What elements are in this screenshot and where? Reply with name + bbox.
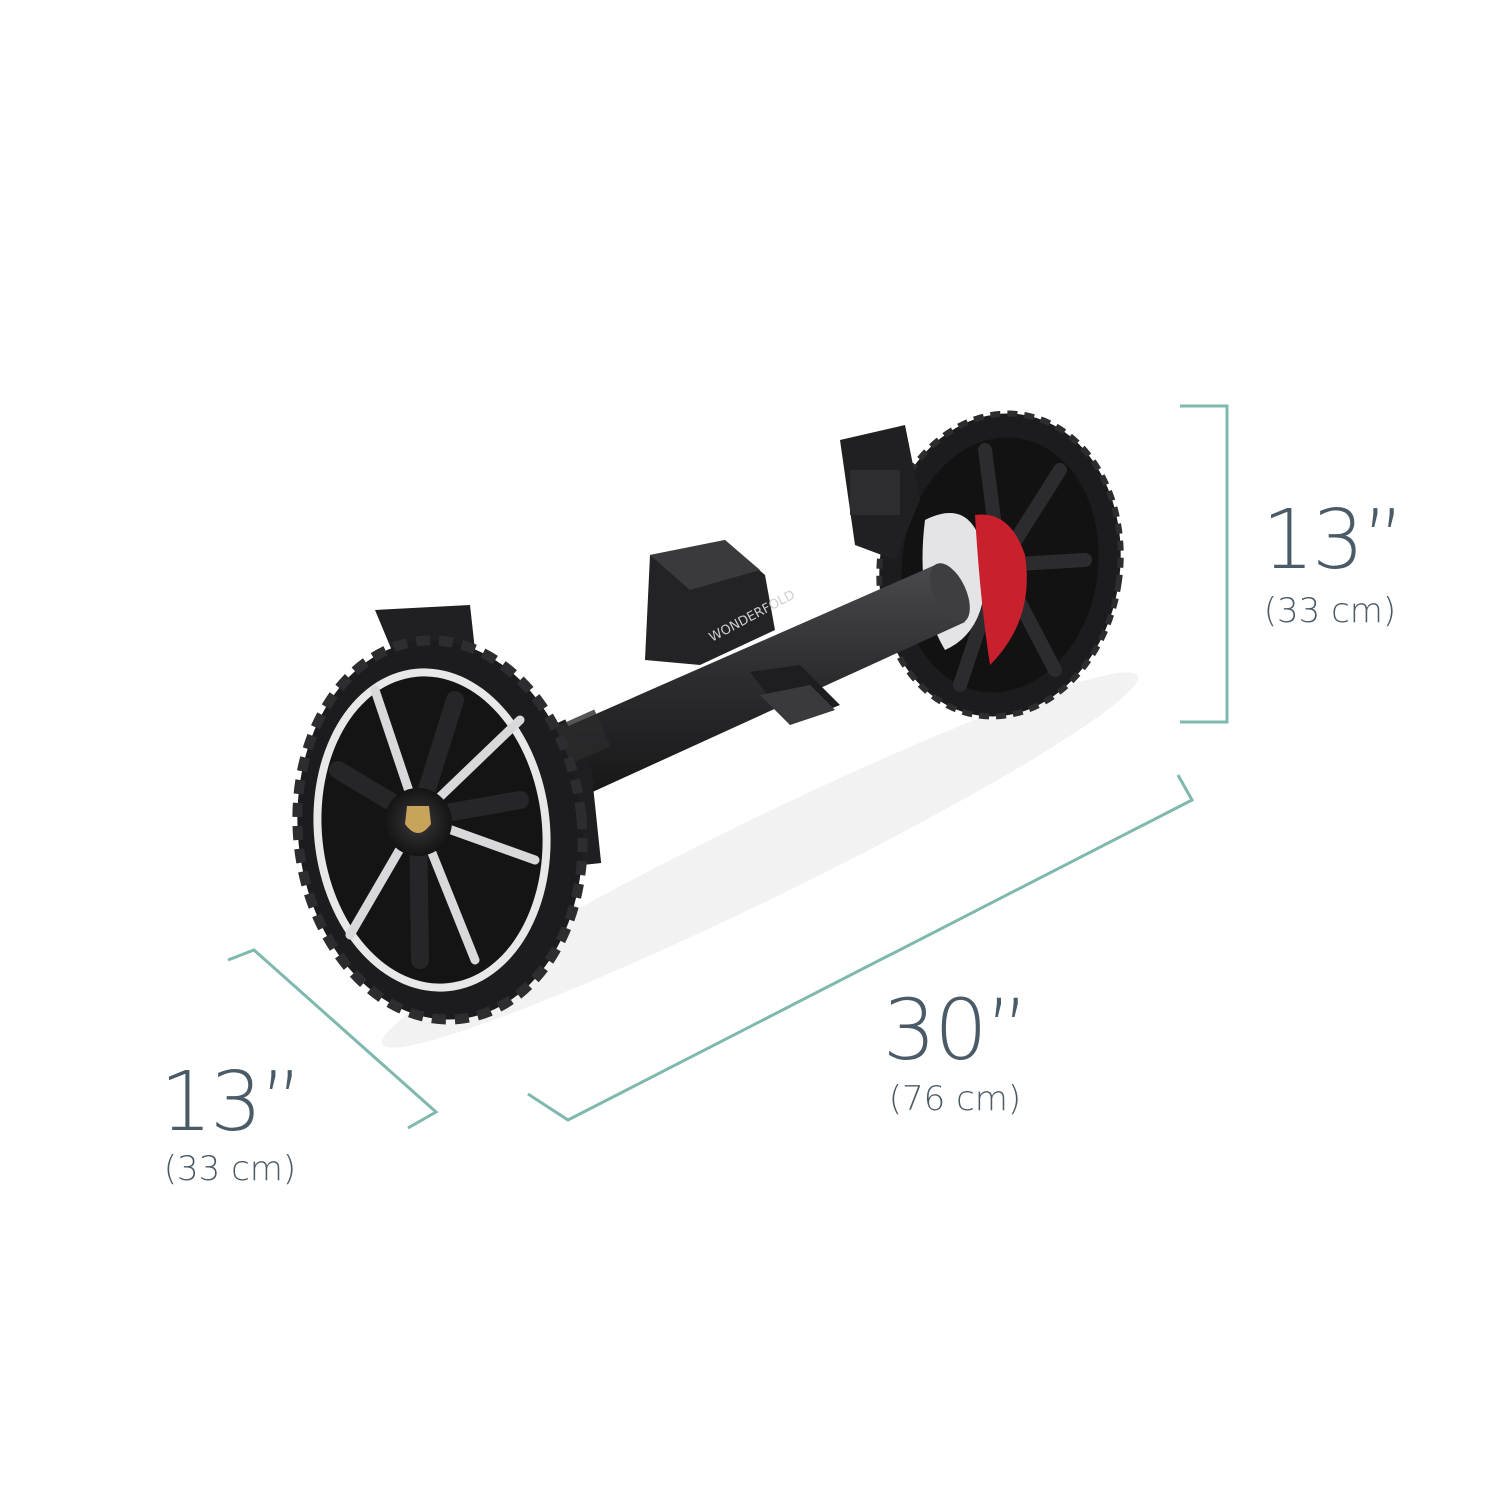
height-metric: (33 cm) — [1263, 591, 1397, 631]
brake-pedal — [750, 665, 840, 725]
crest-emblem — [405, 806, 431, 833]
length-metric: (76 cm) — [888, 1079, 1022, 1119]
depth-value: 13” — [160, 1055, 303, 1150]
ground-shadow — [382, 672, 1138, 1048]
rear-mount-bracket — [840, 425, 920, 560]
height-value: 13” — [1262, 493, 1405, 588]
front-wheel — [292, 635, 588, 1025]
length-value: 30” — [882, 981, 1029, 1079]
depth-metric: (33 cm) — [163, 1149, 297, 1189]
depth-dimension-line — [227, 948, 439, 1130]
length-dimension-line — [527, 774, 1195, 1122]
height-dimension-line — [1180, 404, 1229, 724]
